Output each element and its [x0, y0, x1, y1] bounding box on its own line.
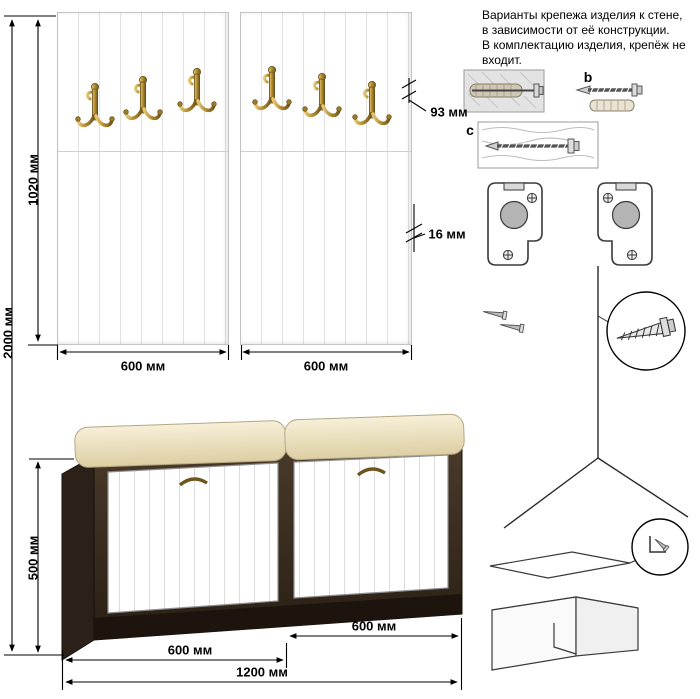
dim-panel-thickness: 16 мм — [428, 226, 466, 242]
note-line-3: В комплектацию изделия, крепёж не — [482, 38, 686, 52]
bench-drawer-front-right — [293, 454, 449, 599]
bracket-screw-icon — [526, 192, 538, 204]
box-lid — [489, 551, 631, 579]
magnifier-circle-fitting — [631, 518, 689, 576]
bracket-screw-icon — [626, 249, 638, 261]
mounting-brackets — [487, 182, 653, 266]
fastener-option-wood — [477, 121, 599, 169]
fastener-label-b: b — [583, 69, 593, 85]
drawer-handle-icon — [356, 467, 386, 477]
screw-icon — [484, 141, 499, 151]
small-screw-icon — [500, 323, 525, 334]
mounting-bracket-right — [597, 182, 653, 266]
fastener-label-c: c — [466, 122, 474, 138]
note-line-2: в зависимости от её конструкции. — [482, 23, 670, 37]
bench-side-panel — [61, 455, 95, 661]
small-screw-icon — [654, 538, 670, 553]
bench-illustration — [61, 413, 465, 661]
wall-panel-right — [240, 12, 412, 345]
bracket-screw-icon — [602, 192, 614, 204]
magnifier-circle-screw — [606, 291, 686, 371]
dim-bench-total-width: 1200 мм — [236, 664, 288, 680]
screw-detail-icon — [616, 316, 677, 341]
dim-bench-right-width: 600 мм — [351, 618, 397, 634]
wall-plug-icon — [469, 83, 523, 98]
dim-panel-height: 1020 мм — [25, 154, 41, 206]
drawer-handle-icon — [178, 477, 208, 487]
wall-plug-icon — [589, 99, 635, 112]
corner-bracket-icon — [649, 536, 666, 553]
bench-cushion-left — [74, 420, 287, 468]
dim-hook-depth: 93 мм — [430, 104, 468, 120]
fastener-option-concrete — [463, 69, 545, 113]
wall-panel-left — [57, 12, 229, 345]
fastener-option-screw-plug — [575, 83, 643, 112]
screw-icon — [575, 85, 591, 95]
dim-bench-left-width: 600 мм — [167, 642, 213, 658]
bench-plinth — [94, 594, 462, 640]
mounting-note: Варианты крепежа изделия к стене, в зави… — [482, 8, 696, 68]
small-screw-icon — [483, 310, 508, 321]
mounting-bracket-left — [487, 182, 543, 266]
bench-drawer-front-left — [107, 462, 279, 614]
wall-mount-detail — [483, 266, 689, 529]
bench-body — [93, 441, 463, 641]
dim-bench-height: 500 мм — [25, 535, 41, 581]
dim-panel-right-width: 600 мм — [303, 358, 349, 374]
note-line-1: Варианты крепежа изделия к стене, — [482, 8, 683, 22]
drawer-box-exploded — [489, 518, 689, 671]
dim-overall-height: 2000 мм — [0, 307, 16, 359]
note-line-4: входит. — [482, 53, 522, 67]
bench-cushion-right — [284, 413, 465, 461]
panel-seam-left — [58, 151, 228, 152]
panel-seam-right — [241, 151, 411, 152]
bracket-screw-icon — [502, 249, 514, 261]
dim-panel-left-width: 600 мм — [120, 358, 166, 374]
